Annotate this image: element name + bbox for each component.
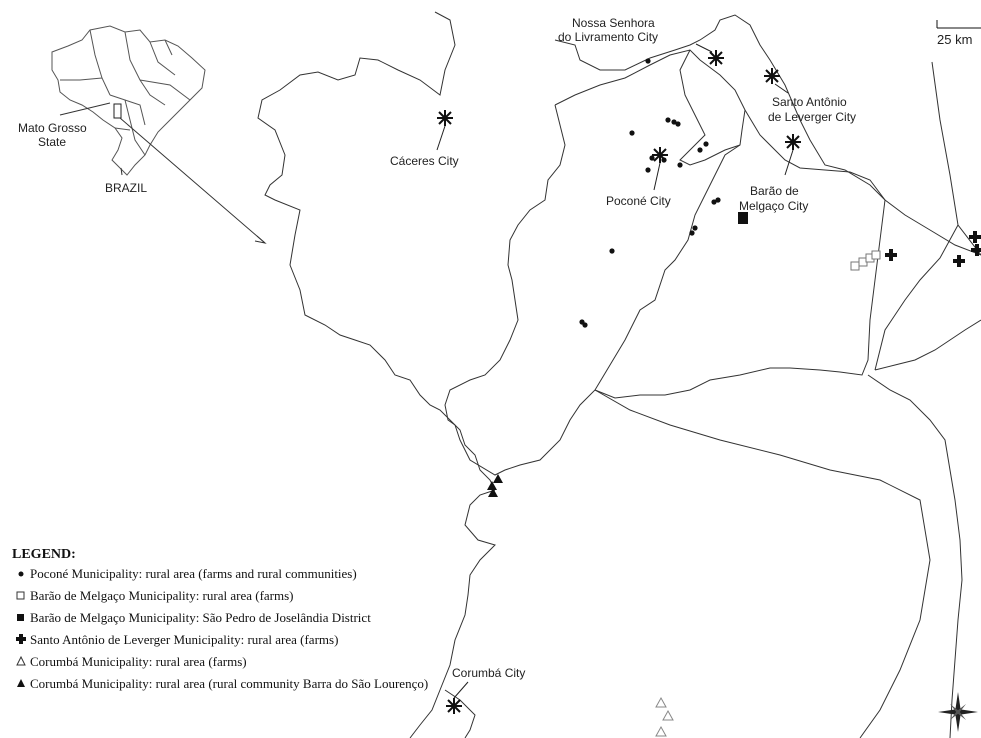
- filled-square-point: [738, 212, 748, 224]
- municipality-boundary-se: [867, 374, 963, 738]
- asterisk-city-icon: [652, 147, 668, 163]
- brazil-outline: [51, 25, 206, 176]
- filled-circle-point: [645, 58, 651, 64]
- filled-circle-point: [609, 248, 615, 254]
- filled-circle-point: [715, 197, 721, 203]
- barao-farm-points: [850, 250, 881, 271]
- corumba-farm-points: [655, 696, 674, 737]
- santo-antonio-farm-points: [885, 231, 981, 267]
- city-markers: [437, 50, 801, 714]
- filled-circle-point: [582, 322, 588, 328]
- filled-circle-point: [689, 230, 695, 236]
- legend-item: Barão de Melgaço Municipality: rural are…: [12, 588, 452, 604]
- asterisk-city-icon: [708, 50, 724, 66]
- asterisk-city-icon: [446, 698, 462, 714]
- filled-triangle-point: [487, 481, 497, 490]
- asterisk-city-icon: [764, 68, 780, 84]
- label-corumba-city: Corumbá City: [452, 666, 525, 680]
- municipality-boundary-corumba: [409, 489, 496, 738]
- municipality-boundary-southeast: [594, 389, 931, 738]
- label-pocone-city: Poconé City: [606, 194, 671, 208]
- river-cuiaba: [679, 49, 741, 166]
- municipality-boundary-far-east: [874, 61, 981, 371]
- inset-pointer-line: [119, 117, 266, 244]
- open-square-icon: [12, 588, 30, 601]
- scale-bar: [936, 20, 981, 29]
- legend-item-label: Barão de Melgaço Municipality: rural are…: [30, 588, 294, 603]
- open-triangle-point: [662, 709, 674, 721]
- inset-pointer-arrowhead: [254, 235, 267, 244]
- filled-triangle-point: [488, 488, 498, 497]
- legend-item-label: Barão de Melgaço Municipality: São Pedro…: [30, 610, 371, 625]
- filled-circle-point: [697, 147, 703, 153]
- legend-item: Corumbá Municipality: rural area (rural …: [12, 676, 452, 692]
- brazil-state-lines: [60, 29, 191, 156]
- filled-triangle-point: [493, 474, 503, 483]
- open-triangle-point: [655, 696, 667, 708]
- label-barao-line2: Melgaço City: [739, 199, 808, 213]
- label-nossa-senhora-line2: do Livramento City: [558, 30, 658, 44]
- mato-grosso-leader: [59, 102, 111, 116]
- municipality-boundary-pocone: [444, 49, 746, 476]
- open-square-point: [850, 261, 860, 271]
- legend-item: Santo Antônio de Leverger Municipality: …: [12, 632, 452, 648]
- filled-square-icon: [12, 610, 30, 623]
- filled-circle-icon: [12, 566, 30, 579]
- legend-item: Barão de Melgaço Municipality: São Pedro…: [12, 610, 452, 626]
- filled-cross-point: [885, 249, 897, 261]
- label-mato-grosso-line1: Mato Grosso: [18, 121, 87, 135]
- compass-rose-icon: [938, 692, 978, 732]
- legend-item: Corumbá Municipality: rural area (farms): [12, 654, 452, 670]
- municipality-boundary-caceres: [257, 11, 496, 491]
- pocone-sample-points: [579, 58, 721, 328]
- legend-item: Poconé Municipality: rural area (farms a…: [12, 566, 452, 582]
- brazil-leader: [120, 167, 123, 176]
- asterisk-city-icon: [437, 110, 453, 126]
- legend-item-label: Poconé Municipality: rural area (farms a…: [30, 566, 357, 581]
- filled-circle-point: [671, 119, 677, 125]
- municipality-boundary-east: [884, 199, 981, 256]
- open-triangle-icon: [12, 654, 30, 667]
- municipality-boundary-barao: [594, 109, 886, 399]
- legend: LEGEND: Poconé Municipality: rural area …: [12, 547, 452, 698]
- filled-triangle-icon: [12, 676, 30, 689]
- filled-circle-point: [675, 121, 681, 127]
- label-caceres-city: Cáceres City: [390, 154, 459, 168]
- filled-cross-icon: [12, 632, 30, 645]
- label-santo-antonio-line1: Santo Antônio: [772, 95, 847, 109]
- filled-circle-point: [665, 117, 671, 123]
- filled-circle-point: [711, 199, 717, 205]
- mato-grosso-marker: [113, 103, 122, 119]
- label-barao-line1: Barão de: [750, 184, 799, 198]
- filled-circle-point: [645, 167, 651, 173]
- municipality-boundary-nossa-senhora: [554, 14, 886, 201]
- open-square-point: [871, 250, 881, 260]
- filled-circle-point: [629, 130, 635, 136]
- legend-title: LEGEND:: [12, 547, 76, 562]
- filled-cross-point: [969, 231, 981, 243]
- label-mato-grosso-line2: State: [38, 135, 66, 149]
- filled-cross-point: [971, 244, 981, 256]
- filled-cross-point: [953, 255, 965, 267]
- label-santo-antonio-line2: de Leverger City: [768, 110, 856, 124]
- legend-item-label: Santo Antônio de Leverger Municipality: …: [30, 632, 339, 647]
- label-brazil: BRAZIL: [105, 181, 147, 195]
- label-nossa-senhora-line1: Nossa Senhora: [572, 16, 655, 30]
- brazil-inset-map: [51, 25, 206, 176]
- barra-do-sao-lourenco-points: [487, 474, 503, 497]
- asterisk-city-icon: [785, 134, 801, 150]
- filled-circle-point: [649, 155, 655, 161]
- filled-circle-point: [677, 162, 683, 168]
- scale-bar-label: 25 km: [937, 32, 972, 47]
- filled-circle-point: [692, 225, 698, 231]
- filled-circle-point: [703, 141, 709, 147]
- open-triangle-point: [655, 725, 667, 737]
- legend-item-label: Corumbá Municipality: rural area (rural …: [30, 676, 429, 691]
- filled-circle-point: [661, 157, 667, 163]
- legend-item-label: Corumbá Municipality: rural area (farms): [30, 654, 247, 669]
